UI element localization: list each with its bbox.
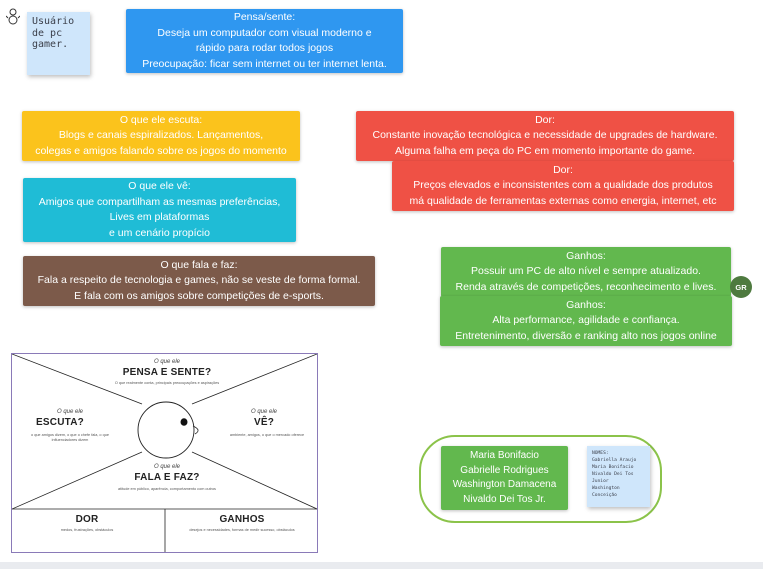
note-line: Alguma falha em peça do PC em momento im…: [395, 144, 695, 157]
note-line: Constante inovação tecnológica e necessi…: [372, 129, 718, 142]
team-member: Washington Damacena: [452, 479, 557, 490]
note-title: Ganhos:: [566, 249, 606, 262]
names-line: Nivaldo Dei Tos Junior: [592, 472, 634, 484]
note-line: Preocupação: ficar sem internet ou ter i…: [142, 57, 387, 70]
map-dor-subtitle: medos, frustrações, obstáculos: [60, 528, 114, 532]
note-title: Ganhos:: [566, 298, 606, 311]
names-line: Gabriella Araujo: [592, 458, 637, 463]
note-escuta[interactable]: O que ele escuta: Blogs e canais espiral…: [22, 111, 300, 161]
note-line: má qualidade de ferramentas externas com…: [409, 194, 717, 207]
note-title: Dor:: [553, 163, 573, 176]
persona-sticky-note[interactable]: Usuário de pc gamer.: [27, 12, 90, 75]
map-escuta-title: ESCUTA?: [36, 417, 84, 428]
note-line: colegas e amigos falando sobre os jogos …: [35, 144, 287, 157]
note-line: Amigos que compartilham as mesmas prefer…: [38, 195, 281, 208]
note-line: Deseja um computador com visual moderno …: [157, 26, 372, 39]
note-line: Lives em plataformas: [109, 211, 210, 223]
map-escuta-question: O que ele: [56, 409, 84, 415]
note-title: Pensa/sente:: [233, 11, 296, 23]
team-frame[interactable]: [419, 435, 662, 523]
note-title: O que ele vê:: [128, 180, 191, 192]
note-team-names[interactable]: Maria Bonifacio Gabrielle Rodrigues Wash…: [441, 446, 568, 510]
note-line: Possuir um PC de alto nível e sempre atu…: [471, 265, 701, 278]
note-line: e um cenário propício: [109, 226, 210, 239]
persona-line: gamer.: [32, 39, 69, 50]
note-dor-2[interactable]: Dor: Preços elevados e inconsistentes co…: [392, 161, 734, 211]
map-pensa-title: PENSA E SENTE?: [122, 367, 212, 378]
map-pensa-question: O que ele: [153, 359, 181, 365]
team-member: Gabrielle Rodrigues: [460, 464, 549, 476]
map-ganhos-title: GANHOS: [219, 514, 265, 525]
note-ganhos-1[interactable]: Ganhos: Possuir um PC de alto nível e se…: [441, 247, 731, 297]
map-fala-title: FALA E FAZ?: [134, 472, 200, 483]
user-avatar[interactable]: GR: [730, 276, 752, 298]
map-escuta-subtitle: o que amigos dizem, o que o chefe fala, …: [31, 433, 109, 442]
note-line: Preços elevados e inconsistentes com a q…: [413, 179, 713, 192]
note-ve[interactable]: O que ele vê: Amigos que compartilham as…: [23, 178, 296, 242]
note-dor-1[interactable]: Dor: Constante inovação tecnológica e ne…: [356, 111, 734, 161]
note-title: O que fala e faz:: [160, 258, 238, 271]
map-dor-title: DOR: [75, 514, 99, 525]
empathy-map-template[interactable]: O que ele PENSA E SENTE? O que realmente…: [11, 353, 318, 553]
note-title: O que ele escuta:: [119, 113, 203, 126]
note-fala-faz[interactable]: O que fala e faz: Fala a respeito de tec…: [23, 256, 375, 306]
map-fala-question: O que ele: [153, 464, 181, 470]
note-line: rápido para rodar todos jogos: [195, 42, 334, 54]
canvas-edge: [0, 562, 763, 569]
persona-figure-icon: [5, 8, 21, 28]
map-ve-question: O que ele: [250, 409, 278, 415]
note-title: Dor:: [535, 113, 555, 126]
map-ve-subtitle: ambiente, amigos, o que o mercado oferec…: [229, 433, 305, 437]
note-line: Renda através de competições, reconhecim…: [455, 280, 717, 293]
names-line: Maria Bonifacio: [592, 465, 634, 470]
empathy-map-lines: [12, 354, 317, 552]
note-line: Blogs e canais espiralizados. Lançamento…: [58, 129, 264, 142]
note-line: E fala com os amigos sobre competições d…: [74, 289, 324, 302]
map-fala-subtitle: atitude em público, aparência, comportam…: [118, 487, 216, 491]
names-line: Washington Conceição: [592, 486, 620, 498]
map-ve-title: VÊ?: [253, 417, 275, 428]
map-ganhos-subtitle: desejos e necessidades, formas de medir …: [189, 528, 295, 532]
note-line: Fala a respeito de tecnologia e games, n…: [37, 274, 361, 287]
persona-line: de pc: [32, 27, 63, 39]
team-member: Nivaldo Dei Tos Jr.: [463, 493, 546, 505]
note-pensa-sente[interactable]: Pensa/sente: Deseja um computador com vi…: [126, 9, 403, 73]
team-member: Maria Bonifacio: [470, 450, 539, 461]
note-line: Entretenimento, diversão e ranking alto …: [455, 329, 717, 342]
note-ganhos-2[interactable]: Ganhos: Alta performance, agilidade e co…: [440, 296, 732, 346]
names-sticky-note[interactable]: NOMES: Gabriella Araujo Maria Bonifacio …: [587, 446, 650, 507]
map-pensa-subtitle: O que realmente conta, principais preocu…: [114, 381, 220, 385]
note-line: Alta performance, agilidade e confiança.: [492, 314, 680, 327]
names-line: NOMES:: [592, 451, 609, 456]
persona-line: Usuário: [32, 16, 75, 27]
